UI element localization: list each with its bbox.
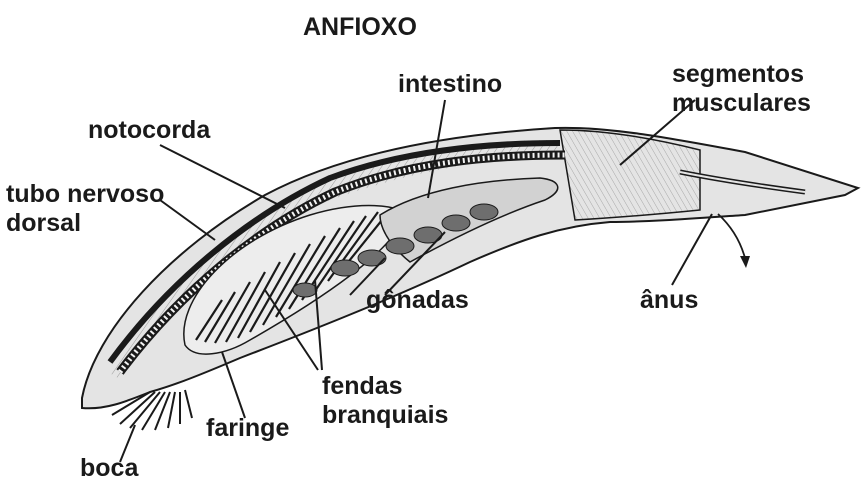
label-fendas-branquiais: fendas branquiais bbox=[322, 372, 448, 430]
label-faringe: faringe bbox=[206, 414, 289, 443]
label-notocorda: notocorda bbox=[88, 116, 210, 145]
anus-arrow bbox=[718, 214, 745, 258]
label-boca: boca bbox=[80, 454, 138, 483]
diagram-title: ANFIOXO bbox=[303, 13, 417, 42]
label-gonadas: gônadas bbox=[366, 286, 469, 315]
label-intestino: intestino bbox=[398, 70, 502, 99]
label-tubo-nervoso-dorsal: tubo nervoso dorsal bbox=[6, 180, 164, 238]
label-anus: ânus bbox=[640, 286, 698, 315]
label-segmentos-musculares: segmentos musculares bbox=[672, 60, 811, 118]
